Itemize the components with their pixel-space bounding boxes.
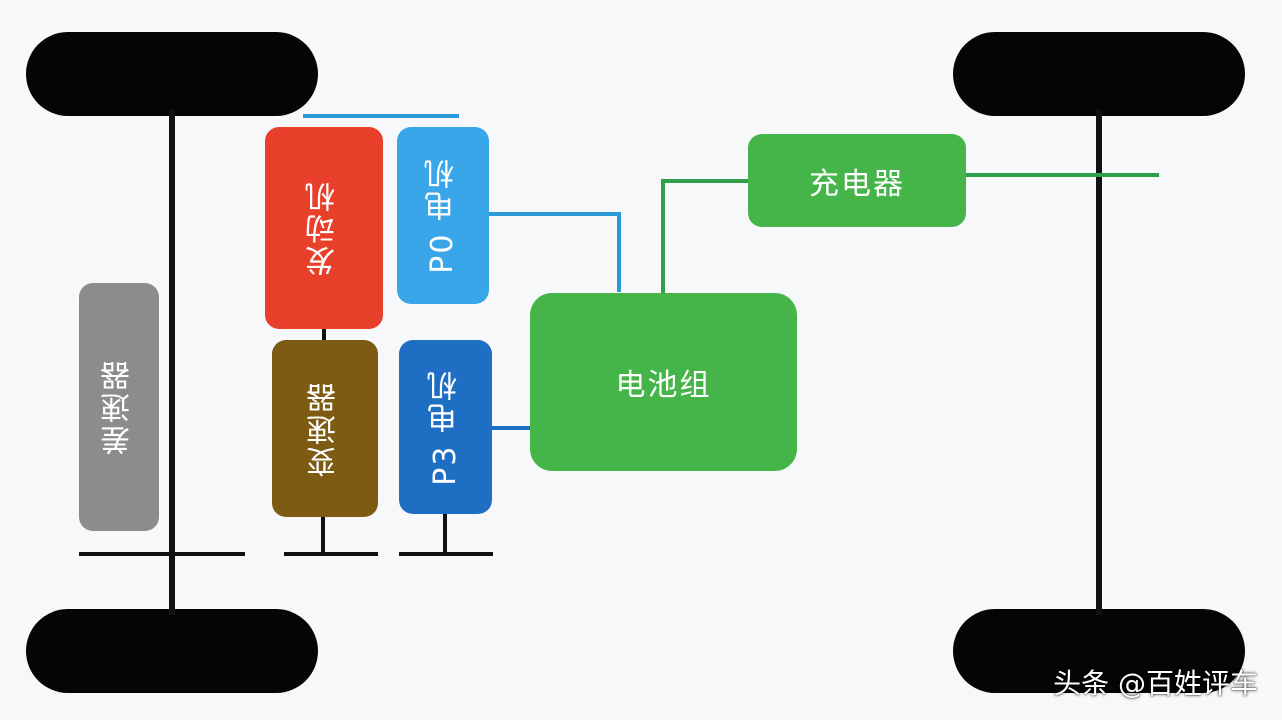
left-axle	[169, 110, 175, 615]
differential-box: 差速器	[79, 283, 159, 531]
charger-label: 充电器	[809, 166, 905, 202]
differential-shaft	[79, 552, 245, 556]
p3-shaft	[399, 552, 493, 556]
p0-battery-line-h	[488, 212, 621, 216]
belt-line	[303, 114, 459, 118]
engine-transmission-link	[322, 325, 326, 345]
battery-charger-line-v	[661, 179, 665, 294]
front-left-wheel	[26, 32, 318, 116]
transmission-label: 变速器	[307, 380, 342, 477]
battery-label: 电池组	[615, 368, 712, 403]
engine-label: 发动机	[306, 180, 341, 276]
p0-battery-line-v	[617, 212, 621, 292]
right-axle	[1096, 110, 1102, 615]
p0-motor-label: P0 电机	[425, 157, 460, 274]
rear-left-wheel	[26, 609, 318, 693]
differential-label: 差速器	[101, 359, 136, 455]
charger-outlet-line	[965, 173, 1159, 177]
watermark: 头条 @百姓评车	[1053, 667, 1258, 700]
p3-motor-label: P3 电机	[427, 368, 463, 486]
charger-box: 充电器	[748, 134, 966, 227]
engine-box: 发动机	[265, 127, 383, 329]
front-right-wheel	[953, 32, 1245, 116]
battery-charger-line-h	[661, 179, 751, 183]
transmission-shaft	[284, 552, 378, 556]
transmission-stem	[321, 512, 325, 554]
p3-stem	[443, 512, 447, 554]
rear-right-wheel	[953, 609, 1245, 693]
p3-battery-line	[490, 426, 532, 430]
transmission-box: 变速器	[272, 340, 378, 517]
battery-box: 电池组	[530, 293, 797, 471]
p0-motor-box: P0 电机	[397, 127, 489, 304]
p3-motor-box: P3 电机	[399, 340, 492, 514]
